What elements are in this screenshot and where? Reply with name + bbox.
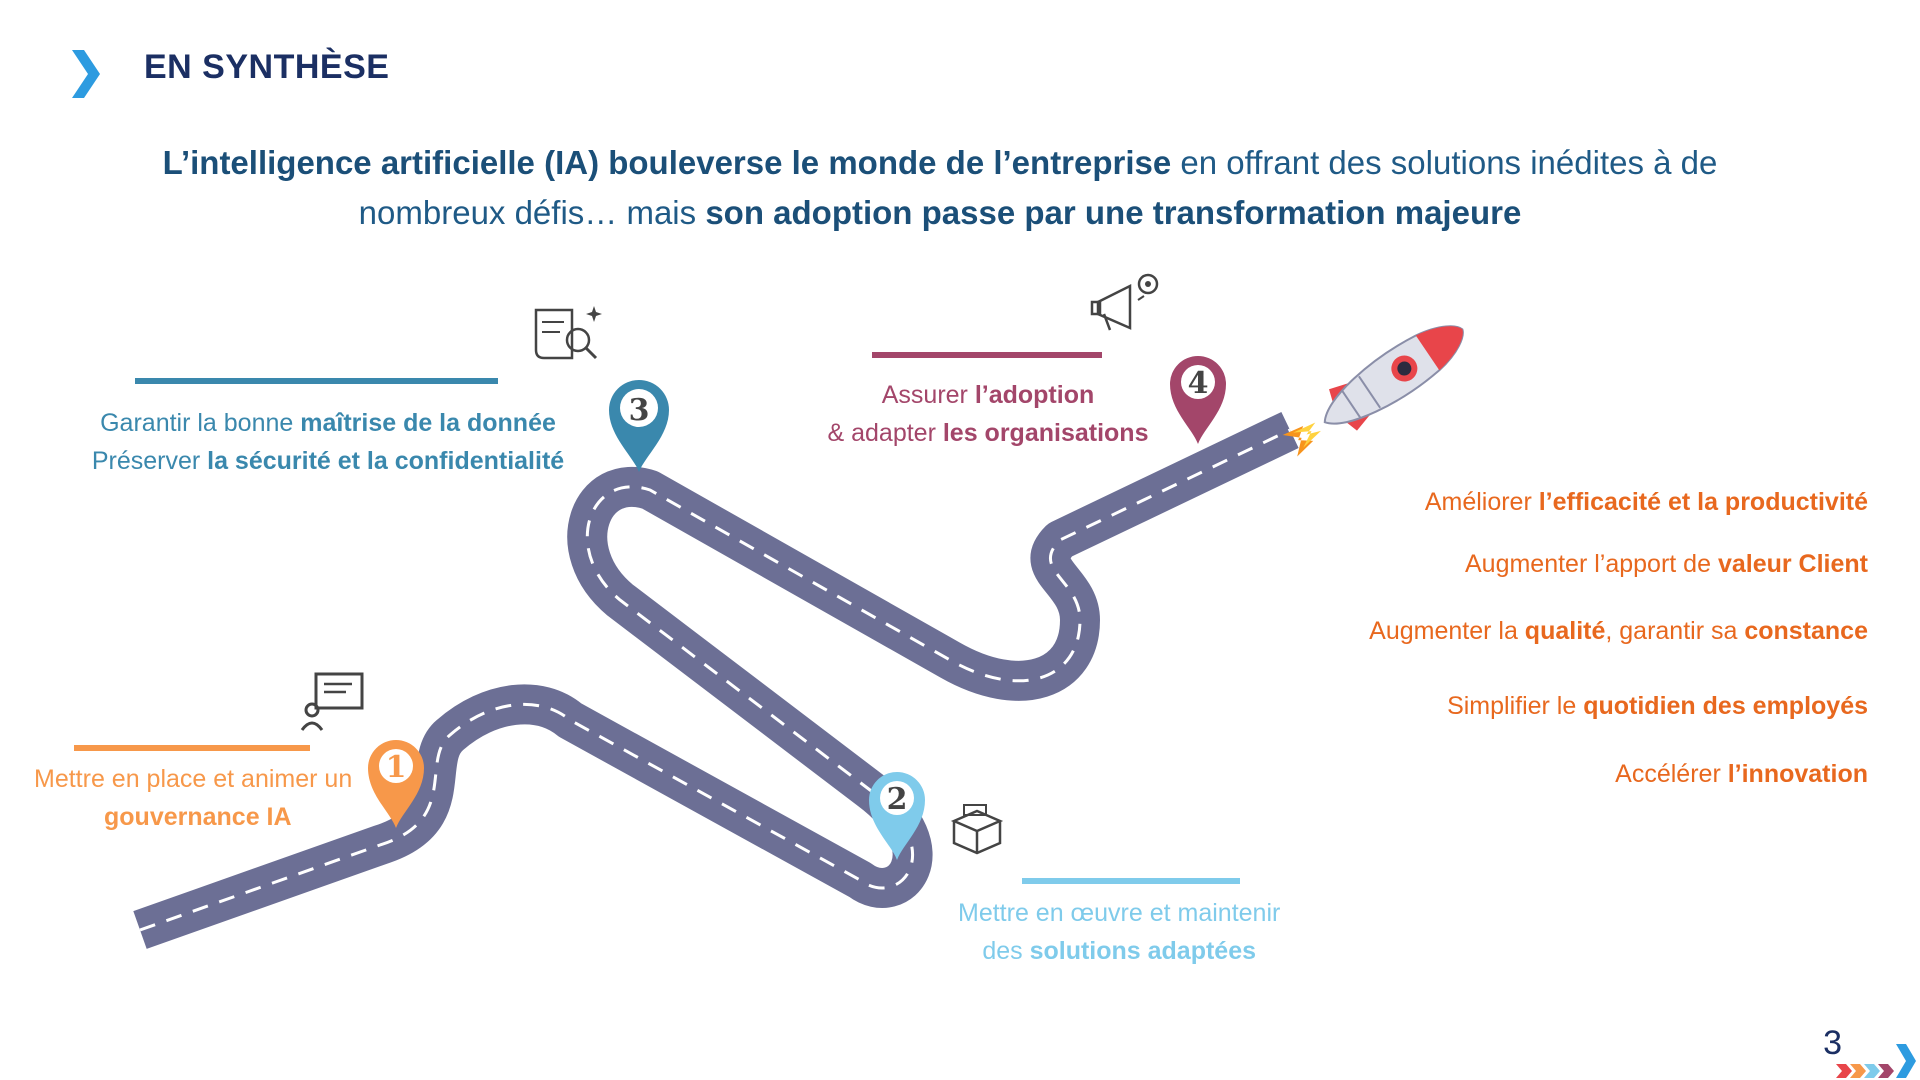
step4-line2-bold: les organisations	[942, 419, 1149, 447]
benefit-4-bold: quotidien des employés	[1583, 692, 1868, 720]
step2-bar	[1022, 878, 1240, 884]
intro-bold-2: son adoption passe par une transformatio…	[705, 194, 1522, 231]
step4-line1-plain: Assurer	[881, 381, 975, 409]
intro-paragraph: L’intelligence artificielle (IA) bouleve…	[120, 138, 1760, 238]
step4-text: Assurer l’adoption & adapter les organis…	[816, 376, 1160, 452]
open-box-icon	[950, 804, 1004, 855]
pin-step-3: 3	[609, 380, 669, 472]
benefit-2-bold: valeur Client	[1717, 550, 1868, 578]
benefit-item-3: Augmenter la qualité, garantir sa consta…	[1369, 617, 1868, 646]
step2-line2-bold: solutions adaptées	[1029, 937, 1257, 965]
step3-bar	[135, 378, 498, 384]
rocket-icon	[1282, 325, 1464, 457]
step4-bar	[872, 352, 1102, 358]
benefit-item-2: Augmenter l’apport de valeur Client	[1465, 550, 1868, 579]
step1-text: Mettre en place et animer un gouvernance…	[34, 760, 352, 836]
benefit-5-plain: Accélérer	[1615, 760, 1728, 788]
benefit-3-bold2: constance	[1744, 617, 1868, 645]
pin-step-4: 4	[1170, 356, 1226, 444]
chevron-right-icon	[72, 50, 100, 98]
step2-line1: Mettre en œuvre et maintenir	[958, 899, 1281, 927]
pin-step-1: 1	[368, 740, 424, 828]
step3-line1-bold: maîtrise de la donnée	[300, 409, 556, 437]
step3-line2-bold: la sécurité et la confidentialité	[207, 447, 565, 475]
intro-bold-1: L’intelligence artificielle (IA) bouleve…	[162, 144, 1172, 181]
benefit-item-1: Améliorer l’efficacité et la productivit…	[1425, 488, 1868, 517]
pin-step-2: 2	[869, 772, 925, 860]
benefit-3-plain2: , garantir sa	[1605, 617, 1745, 645]
presentation-board-icon	[300, 672, 364, 731]
benefit-5-bold: l’innovation	[1727, 760, 1868, 788]
pin-step-1-number: 1	[386, 750, 407, 785]
pin-step-3-number: 3	[629, 393, 650, 428]
pin-step-4-number: 4	[1188, 366, 1209, 401]
intro-text: en offrant des solutions inédites à de n…	[358, 144, 1718, 231]
benefit-2-plain: Augmenter l’apport de	[1465, 550, 1718, 578]
page-title: EN SYNTHÈSE	[144, 48, 390, 86]
benefit-1-bold: l’efficacité et la productivité	[1538, 488, 1868, 516]
document-search-icon	[534, 306, 602, 360]
step4-line1-bold: l’adoption	[974, 381, 1095, 409]
benefit-4-plain: Simplifier le	[1447, 692, 1584, 720]
megaphone-gear-icon	[1090, 273, 1159, 331]
step1-line2: gouvernance IA	[104, 803, 292, 831]
step1-bar	[74, 745, 310, 751]
chevron-stripes-logo	[1836, 1044, 1916, 1078]
benefit-item-4: Simplifier le quotidien des employés	[1447, 692, 1868, 721]
benefit-item-5: Accélérer l’innovation	[1615, 760, 1868, 789]
step1-line1: Mettre en place et animer un	[34, 765, 353, 793]
step2-text: Mettre en œuvre et maintenir des solutio…	[958, 894, 1280, 970]
step3-text: Garantir la bonne maîtrise de la donnée …	[64, 404, 592, 480]
benefit-1-plain: Améliorer	[1424, 488, 1539, 516]
step3-line2-plain: Préserver	[91, 447, 208, 475]
step2-line2-plain: des	[982, 937, 1030, 965]
step3-line1-plain: Garantir la bonne	[100, 409, 301, 437]
benefit-3-bold: qualité	[1524, 617, 1606, 645]
benefit-3-plain: Augmenter la	[1369, 617, 1525, 645]
page-number: 3	[1823, 1024, 1842, 1062]
pin-step-2-number: 2	[887, 782, 908, 817]
step4-line2-plain: & adapter	[827, 419, 943, 447]
